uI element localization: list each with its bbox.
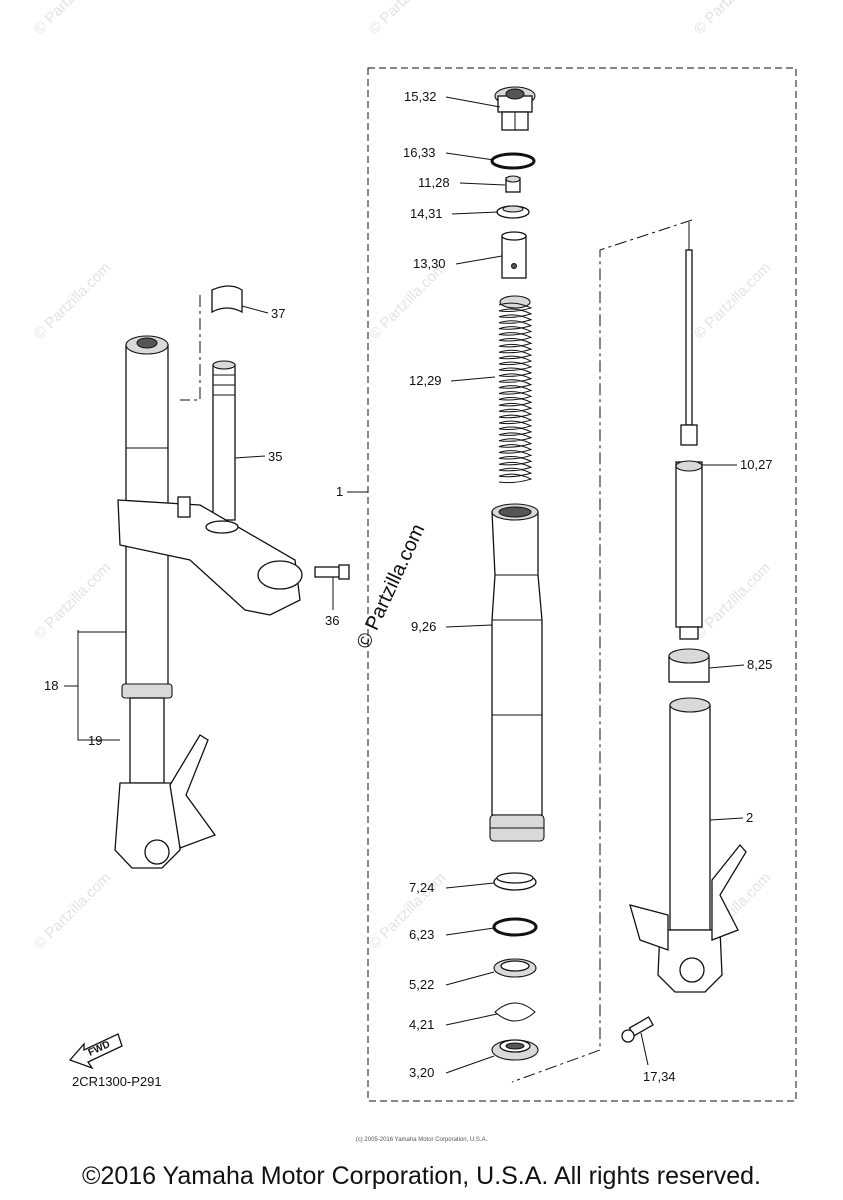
seal-clip bbox=[493, 872, 537, 891]
watermark-text: © Partzilla.com bbox=[366, 259, 449, 342]
label-5-22: 5,22 bbox=[409, 977, 434, 992]
assembled-fork bbox=[114, 335, 217, 869]
spring-seat bbox=[496, 205, 530, 219]
watermark-text: © Partzilla.com bbox=[691, 0, 774, 38]
watermark-text: © Partzilla.com bbox=[691, 259, 774, 342]
label-16-33: 16,33 bbox=[403, 145, 436, 160]
dust-seal bbox=[491, 1039, 539, 1061]
label-1: 1 bbox=[336, 484, 343, 499]
watermark-text: © Partzilla.com bbox=[31, 259, 114, 342]
inner-tube bbox=[629, 697, 747, 993]
pinch-bolt bbox=[314, 564, 350, 580]
label-19: 19 bbox=[88, 733, 102, 748]
under-bracket bbox=[117, 496, 303, 616]
label-7-24: 7,24 bbox=[409, 880, 434, 895]
spacer bbox=[501, 231, 527, 279]
retaining-ring bbox=[492, 917, 538, 937]
label-2: 2 bbox=[746, 810, 753, 825]
label-18: 18 bbox=[44, 678, 58, 693]
fork-spring bbox=[498, 295, 533, 484]
cap-bolt bbox=[494, 86, 536, 131]
steering-stem bbox=[212, 360, 236, 521]
label-11-28: 11,28 bbox=[418, 175, 450, 190]
label-8-25: 8,25 bbox=[747, 657, 772, 672]
damper-rod bbox=[675, 222, 703, 640]
outer-tube bbox=[489, 503, 545, 842]
oil-seal-clip bbox=[494, 1002, 536, 1022]
label-17-34: 17,34 bbox=[643, 1069, 676, 1084]
label-10-27: 10,27 bbox=[740, 457, 773, 472]
copyright-notice: ©2016 Yamaha Motor Corporation, U.S.A. A… bbox=[82, 1162, 761, 1190]
fwd-arrow: FWD bbox=[68, 1033, 123, 1070]
watermark-text: © Partzilla.com bbox=[691, 559, 774, 642]
locknut bbox=[505, 175, 521, 193]
watermark-text: © Partzilla.com bbox=[366, 0, 449, 38]
left-group-line bbox=[180, 295, 201, 401]
group-line bbox=[511, 219, 693, 1083]
label-6-23: 6,23 bbox=[409, 927, 434, 942]
label-37: 37 bbox=[271, 306, 285, 321]
leader-lines bbox=[64, 96, 745, 1074]
small-credit: (c) 2005-2016 Yamaha Motor Corporation, … bbox=[355, 1137, 488, 1143]
label-36: 36 bbox=[325, 613, 339, 628]
label-9-26: 9,26 bbox=[411, 619, 436, 634]
watermark-text: © Partzilla.com bbox=[31, 559, 114, 642]
oil-seal bbox=[493, 958, 537, 978]
label-3-20: 3,20 bbox=[409, 1065, 434, 1080]
diagram-code: 2CR1300-P291 bbox=[72, 1074, 162, 1089]
watermark-text: © Partzilla.com bbox=[31, 0, 114, 38]
label-4-21: 4,21 bbox=[409, 1017, 434, 1032]
assembly-box bbox=[367, 67, 797, 1102]
collar bbox=[211, 285, 243, 314]
watermark-text: © Partzilla.com bbox=[366, 869, 449, 952]
axle-clamp-bolt bbox=[621, 1016, 654, 1043]
label-15-32: 15,32 bbox=[404, 89, 437, 104]
part-labels: 15,32 16,33 11,28 14,31 13,30 12,29 1 9,… bbox=[44, 89, 773, 1084]
o-ring bbox=[490, 152, 536, 170]
watermark-text: © Partzilla.com bbox=[31, 869, 114, 952]
label-35: 35 bbox=[268, 449, 282, 464]
slide-bushing bbox=[668, 648, 710, 683]
label-14-31: 14,31 bbox=[410, 206, 443, 221]
label-12-29: 12,29 bbox=[409, 373, 442, 388]
bracket-18-19 bbox=[77, 630, 120, 741]
label-13-30: 13,30 bbox=[413, 256, 446, 271]
